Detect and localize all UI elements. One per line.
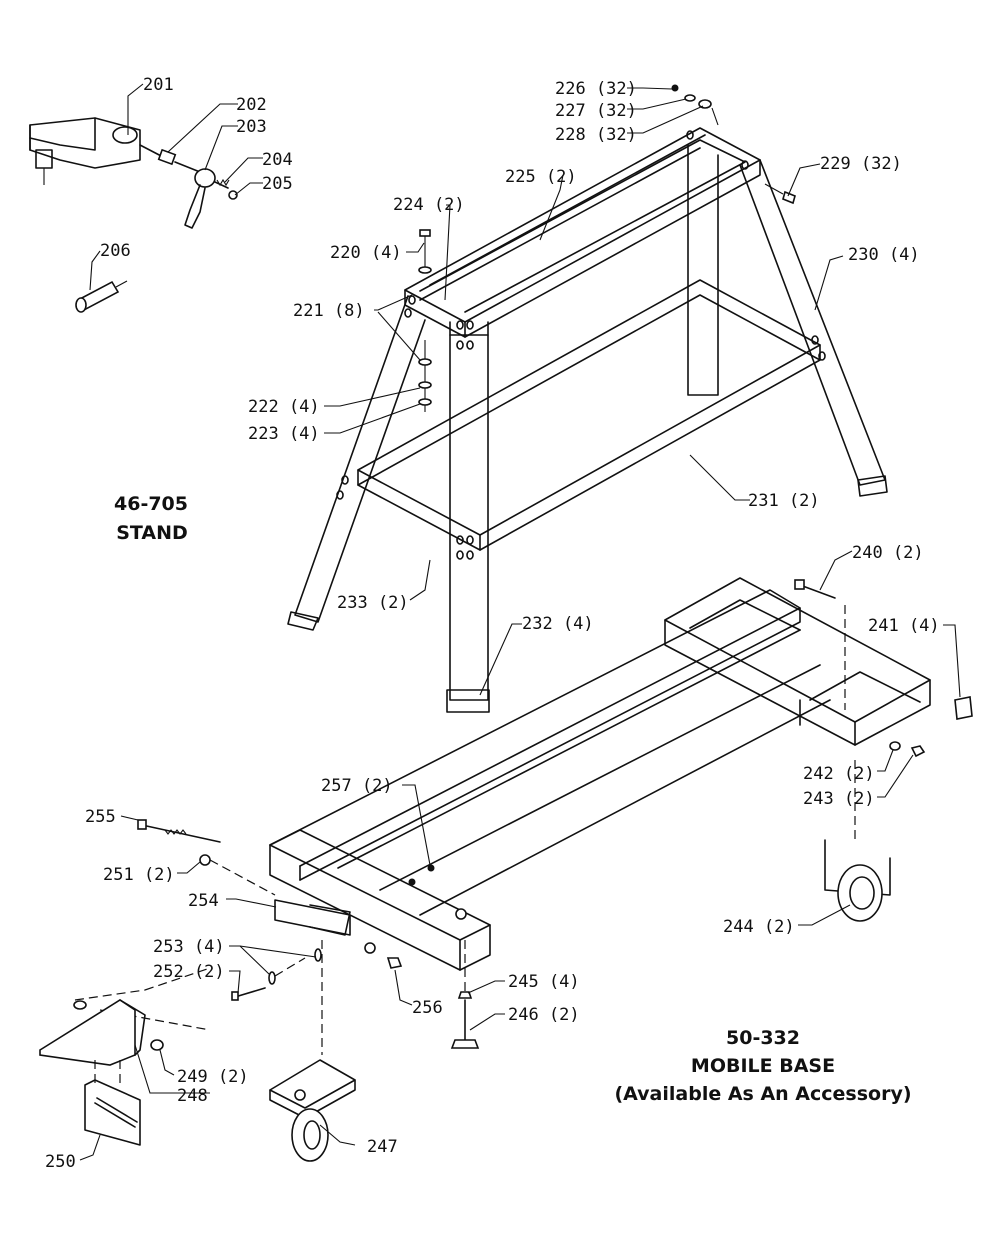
- callout-244: 244 (2): [723, 917, 795, 937]
- callout-245: 245 (4): [508, 972, 580, 992]
- callout-224: 224 (2): [393, 195, 465, 215]
- callout-247: 247: [367, 1137, 398, 1157]
- callout-228: 228 (32): [555, 125, 637, 145]
- base-name: MOBILE BASE: [691, 1055, 835, 1077]
- stand-assembly: [287, 84, 888, 713]
- callout-241: 241 (4): [868, 616, 940, 636]
- callout-206: 206: [100, 241, 131, 261]
- callout-251: 251 (2): [103, 865, 175, 885]
- stand-model-number: 46-705: [114, 493, 188, 515]
- callout-229: 229 (32): [820, 154, 902, 174]
- callout-231: 231 (2): [748, 491, 820, 511]
- callout-220: 220 (4): [330, 243, 402, 263]
- callout-243: 243 (2): [803, 789, 875, 809]
- callout-255: 255: [85, 807, 116, 827]
- callout-203: 203: [236, 117, 267, 137]
- callout-249: 249 (2): [177, 1067, 249, 1087]
- callout-246: 246 (2): [508, 1005, 580, 1025]
- callout-labels: 201 202 203 204 205 206 220 (4) 221 (8) …: [45, 75, 940, 1172]
- callout-256: 256: [412, 998, 443, 1018]
- callout-230: 230 (4): [848, 245, 920, 265]
- callout-240: 240 (2): [852, 543, 924, 563]
- callout-201: 201: [143, 75, 174, 95]
- base-model-number: 50-332: [726, 1027, 800, 1049]
- callout-223: 223 (4): [248, 424, 320, 444]
- mobile-base-assembly: [39, 577, 973, 1162]
- callout-221: 221 (8): [293, 301, 365, 321]
- callout-205: 205: [262, 174, 293, 194]
- callout-242: 242 (2): [803, 764, 875, 784]
- base-availability-note: (Available As An Accessory): [614, 1083, 911, 1105]
- callout-226: 226 (32): [555, 79, 637, 99]
- callout-252: 252 (2): [153, 962, 225, 982]
- callout-227: 227 (32): [555, 101, 637, 121]
- callout-222: 222 (4): [248, 397, 320, 417]
- clamp-bracket-part: [29, 117, 141, 185]
- callout-253: 253 (4): [153, 937, 225, 957]
- callout-257: 257 (2): [321, 776, 393, 796]
- callout-254: 254: [188, 891, 219, 911]
- callout-233: 233 (2): [337, 593, 409, 613]
- callout-232: 232 (4): [522, 614, 594, 634]
- callout-204: 204: [262, 150, 293, 170]
- callout-248: 248: [177, 1086, 208, 1106]
- callout-250: 250: [45, 1152, 76, 1172]
- mobile-base-title: 50-332 MOBILE BASE (Available As An Acce…: [614, 1027, 911, 1105]
- callout-202: 202: [236, 95, 267, 115]
- lock-handle-part: [139, 144, 238, 229]
- pin-part: [75, 280, 128, 313]
- callout-225: 225 (2): [505, 167, 577, 187]
- leader-lines: [79, 83, 961, 1161]
- stand-name: STAND: [116, 522, 188, 544]
- stand-title: 46-705 STAND: [114, 493, 188, 544]
